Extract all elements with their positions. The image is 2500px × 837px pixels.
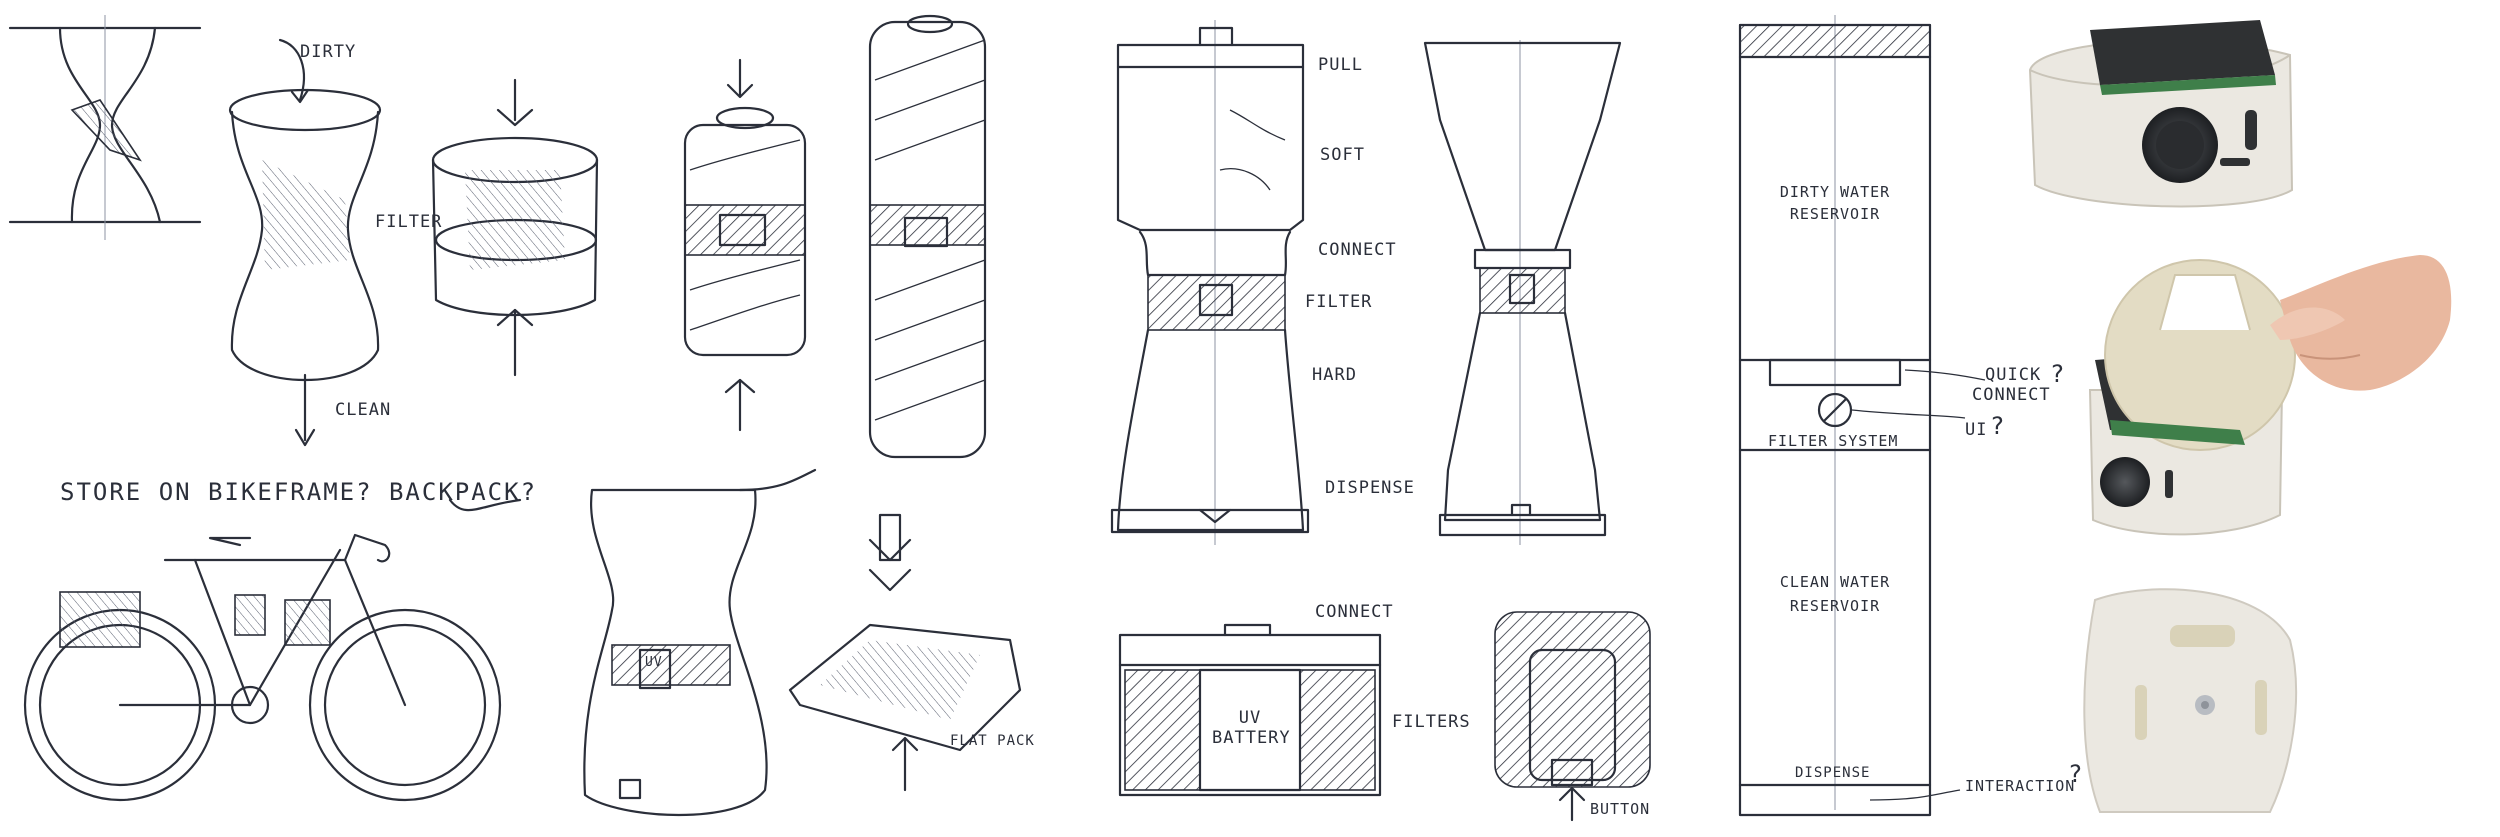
label-dispense: DISPENSE	[1325, 478, 1415, 498]
label-soft: SOFT	[1320, 145, 1365, 165]
button-section-sketch	[1494, 611, 1651, 822]
label-question-1: ?	[2050, 360, 2067, 388]
label-store-question: STORE ON BIKEFRAME? BACKPACK?	[60, 478, 538, 506]
twist-cylinder-sketch	[683, 58, 807, 432]
flat-pack-sketch	[788, 513, 1022, 792]
label-button: BUTTON	[1590, 800, 1651, 818]
label-pull: PULL	[1318, 55, 1363, 75]
squeeze-pouch-sketch	[431, 78, 599, 377]
bicycle-sketch	[23, 533, 502, 802]
label-filters: FILTERS	[1392, 712, 1471, 732]
label-flat-pack: FLAT PACK	[950, 733, 1035, 749]
label-ui: UI	[1965, 420, 1988, 440]
label-dirty: DIRTY	[300, 42, 357, 62]
uv-bag-sketch	[448, 468, 817, 817]
spiral-cylinder-sketch	[868, 14, 987, 459]
prototype-photo-bottom	[2083, 588, 2298, 813]
prototype-photo-hand	[2088, 255, 2452, 536]
label-question-3: ?	[2068, 760, 2085, 788]
reservoir-column-sketch	[1738, 15, 1986, 817]
label-uv-bag: UV	[645, 655, 663, 670]
label-clean-water: CLEAN WATER	[1779, 573, 1891, 591]
label-clean: CLEAN	[335, 400, 392, 420]
label-battery: BATTERY	[1212, 728, 1291, 748]
label-dispense-tall: DISPENSE	[1795, 765, 1871, 781]
label-dirty-water: DIRTY WATER	[1779, 183, 1891, 201]
label-filter-system: FILTER SYSTEM	[1768, 432, 1899, 450]
label-question-2: ?	[1990, 412, 2007, 440]
label-uv: UV	[1238, 708, 1262, 728]
label-hard: HARD	[1312, 365, 1357, 385]
hourglass-bottle-sketch	[1423, 40, 1622, 545]
uv-battery-section-sketch	[1118, 623, 1382, 797]
label-dirty-reservoir: RESERVOIR	[1789, 205, 1881, 223]
label-quick: QUICK	[1985, 365, 2042, 385]
soft-hard-bottle-sketch	[1110, 20, 1310, 545]
label-filter: FILTER	[375, 212, 443, 232]
label-connect: CONNECT	[1318, 240, 1397, 260]
label-interaction: INTERACTION	[1965, 777, 2076, 795]
prototype-photo-top	[2028, 20, 2294, 208]
label-quick-connect: CONNECT	[1972, 385, 2051, 405]
label-connect-bottom: CONNECT	[1315, 602, 1394, 622]
label-clean-reservoir: RESERVOIR	[1789, 597, 1881, 615]
hourglass-sketch	[8, 15, 202, 240]
filter-bottle-sketch	[228, 38, 382, 447]
label-filter-mid: FILTER	[1305, 292, 1373, 312]
